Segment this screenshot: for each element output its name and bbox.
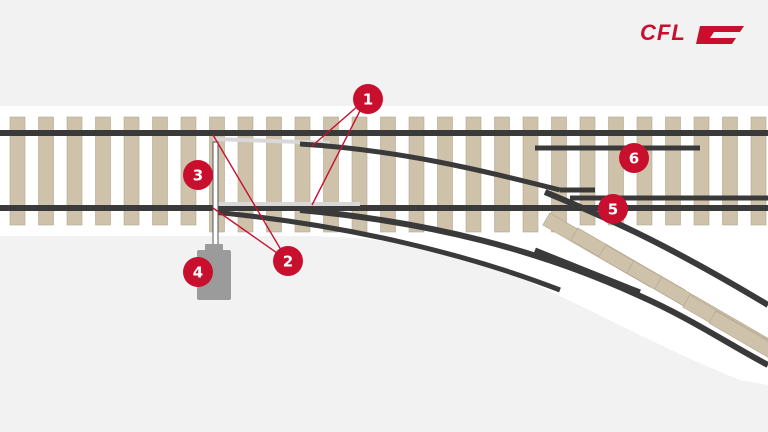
sleeper-main-13 (380, 116, 396, 233)
callout-4: 4 (183, 257, 213, 287)
closure-rail-bottom-inner (212, 209, 561, 293)
cfl-logo-mark (696, 26, 744, 44)
sleeper-main-5 (152, 116, 168, 226)
sleeper-main-18 (522, 116, 539, 233)
sleeper-main-0 (9, 116, 26, 226)
diverging-rail-outer (299, 207, 768, 368)
callout-6: 6 (619, 143, 649, 173)
sleeper-main-4 (123, 116, 140, 226)
sleeper-main-3 (95, 116, 111, 226)
callout-6-label: 6 (629, 150, 639, 168)
sleeper-main-16 (465, 116, 482, 233)
point-machine-rod (212, 141, 219, 251)
closure-rail-top (299, 141, 561, 193)
sleeper-main-2 (66, 116, 83, 226)
branch-line-sleepers (542, 212, 768, 386)
callouts: 1 2 3 4 5 6 (183, 84, 649, 287)
leader-2b (212, 207, 288, 261)
callout-4-label: 4 (193, 264, 203, 282)
sleeper-main-14 (408, 116, 425, 233)
sleeper-main-1 (38, 116, 54, 226)
rails (0, 130, 768, 368)
cfl-logo-text: CFL (640, 20, 686, 45)
diverging-rail-inner (543, 189, 768, 308)
callout-5-label: 5 (608, 201, 618, 219)
guard-rail-branch (534, 247, 641, 295)
callout-1: 1 (353, 84, 383, 114)
sleeper-branch-6 (708, 310, 768, 386)
point-machine-top (205, 244, 223, 252)
callout-3: 3 (183, 160, 213, 190)
callout-3-label: 3 (193, 167, 203, 185)
callout-1-label: 1 (363, 91, 373, 109)
leader-2a (212, 134, 288, 261)
callout-2: 2 (273, 246, 303, 276)
cfl-logo: CFL (640, 20, 744, 45)
callout-5: 5 (598, 194, 628, 224)
callout-2-label: 2 (283, 253, 293, 271)
leader-1b (311, 98, 367, 206)
